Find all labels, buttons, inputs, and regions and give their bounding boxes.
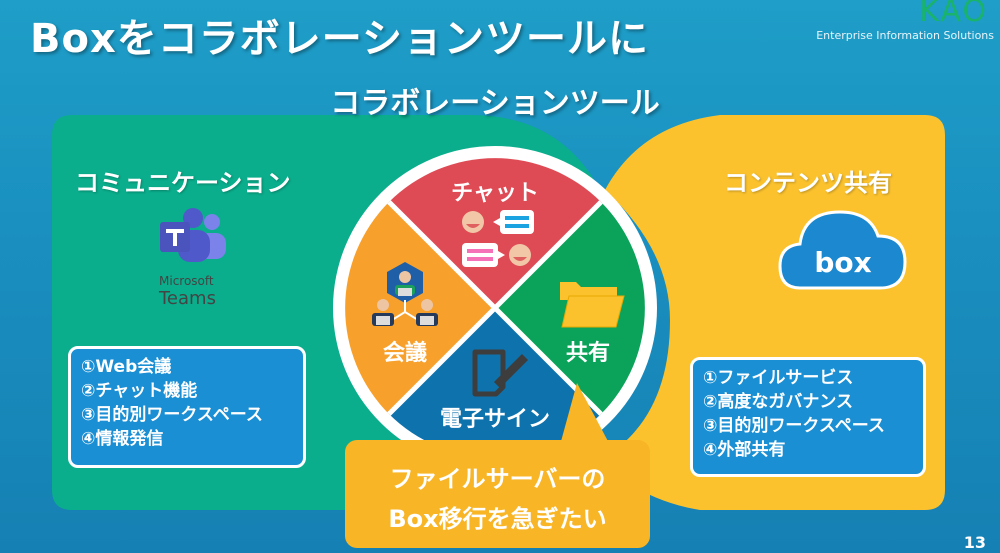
list-item: ④外部共有 (703, 440, 786, 460)
pen-sign-icon (472, 349, 528, 397)
right-feature-list: ①ファイルサービス ②高度なガバナンス ③目的別ワークスペース ④外部共有 (690, 357, 926, 477)
box-logo-text: box (814, 246, 871, 279)
microsoft-teams-logo (160, 208, 226, 262)
segment-label-meeting: 会議 (383, 340, 427, 366)
callout-text: ファイルサーバーの Box移行を急ぎたい (345, 459, 650, 539)
left-feature-list: ①Web会議 ②チャット機能 ③目的別ワークスペース ④情報発信 (68, 346, 306, 468)
left-panel-heading: コミュニケーション (75, 169, 291, 197)
segment-meeting (345, 202, 495, 414)
callout-line-2: Box移行を急ぎたい (388, 505, 607, 533)
box-cloud-logo: box (778, 210, 907, 290)
meeting-people-icon (372, 262, 438, 326)
chat-bubbles-icon (462, 210, 534, 267)
callout-bubble (345, 383, 650, 548)
page-title: Boxをコラボレーションツールに (30, 16, 649, 62)
callout-line-1: ファイルサーバーの (389, 465, 606, 493)
right-panel-heading: コンテンツ共有 (724, 169, 892, 197)
list-item: ④情報発信 (81, 429, 164, 449)
list-item: ①Web会議 (81, 357, 172, 377)
teams-label-teams: Teams (159, 288, 216, 309)
page-subtitle: コラボレーションツール (330, 86, 660, 121)
teams-label-microsoft: Microsoft (159, 274, 214, 288)
collaboration-wheel: チャット 共有 電子サイン 会議 (333, 146, 657, 470)
kao-logo: KAO (919, 0, 988, 29)
kao-logo-subtitle: Enterprise Information Solutions (816, 29, 994, 42)
segment-label-share: 共有 (566, 340, 610, 366)
list-item: ①ファイルサービス (703, 368, 854, 388)
list-item: ②チャット機能 (81, 381, 198, 401)
page-number: 13 (963, 533, 986, 552)
list-item: ③目的別ワークスペース (703, 416, 885, 436)
segment-label-sign: 電子サイン (440, 407, 550, 432)
segment-chat (389, 158, 601, 308)
segment-label-chat: チャット (451, 181, 539, 206)
list-item: ②高度なガバナンス (703, 392, 854, 412)
list-item: ③目的別ワークスペース (81, 405, 263, 425)
folder-icon (560, 282, 625, 328)
